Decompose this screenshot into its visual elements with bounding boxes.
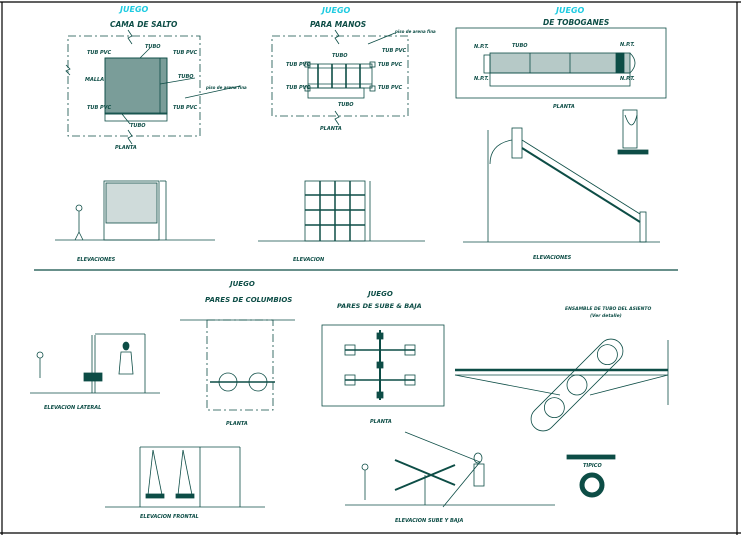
title-toboganes-name: DE TOBOGANES	[543, 18, 609, 27]
view-label-detalle-asiento-sub: (Ver detalle)	[590, 313, 622, 319]
label-tub-pvc: TUB PVC	[87, 50, 112, 56]
label-tub-pvc: TUB PVC	[173, 50, 198, 56]
label-tubo: TUBO	[338, 102, 354, 108]
label-npt: N.P.T.	[620, 42, 635, 48]
para-manos-plan	[271, 29, 409, 126]
cama-elevation	[55, 180, 215, 241]
view-label-planta: PLANTA	[370, 419, 392, 425]
label-tub-pvc: TUB PVC	[286, 62, 311, 68]
label-tubo: TUBO	[178, 74, 194, 80]
title-columpios-name: PARES DE COLUMBIOS	[205, 296, 292, 304]
view-label-elevacion: ELEVACION	[293, 257, 325, 263]
title-sube-baja-game: JUEGO	[366, 290, 393, 298]
view-label-detalle-asiento: ENSAMBLE DE TUBO DEL ASIENTO	[565, 306, 651, 312]
tobogan-end-detail	[617, 109, 649, 155]
columpios-frontal	[105, 446, 265, 508]
title-columpios-game: JUEGO	[228, 280, 255, 288]
title-cama-name: CAMA DE SALTO	[110, 20, 178, 29]
sube-baja-assembly-detail	[454, 338, 669, 432]
label-piso: piso de arena fina	[205, 85, 247, 90]
view-label-planta: PLANTA	[115, 145, 137, 151]
label-tub-pvc: TUB PVC	[286, 85, 311, 91]
toboganes-plan	[455, 27, 667, 99]
label-npt: N.P.T.	[620, 76, 635, 82]
view-label-planta: PLANTA	[226, 421, 248, 427]
label-tubo: TUBO	[332, 53, 348, 59]
label-tubo: TUBO	[512, 43, 528, 49]
title-manos-name: PARA MANOS	[310, 20, 366, 29]
cama-de-salto-plan	[65, 29, 241, 145]
columpios-lateral	[30, 333, 160, 394]
title-cama-game: JUEGO	[118, 5, 149, 14]
view-label-elevacion-lateral: ELEVACION LATERAL	[44, 405, 101, 411]
view-label-llanta-sub: TIPICO	[583, 463, 602, 469]
view-label-elevaciones: ELEVACIONES	[77, 257, 116, 263]
sube-baja-elevation	[345, 431, 555, 508]
view-label-planta: PLANTA	[320, 126, 342, 132]
label-tubo: TUBO	[145, 44, 161, 50]
label-npt: N.P.T.	[474, 44, 489, 50]
label-tub-pvc: TUB PVC	[173, 105, 198, 111]
label-piso: piso de arena fina	[394, 29, 436, 34]
label-tub-pvc: TUB PVC	[382, 48, 407, 54]
manos-elevation	[258, 180, 425, 242]
label-malla: MALLA	[85, 77, 104, 83]
view-label-elevacion-sube-baja: ELEVACION SUBE Y BAJA	[395, 518, 463, 524]
title-sube-baja-name: PARES DE SUBE & BAJA	[337, 302, 422, 310]
label-tub-pvc: TUB PVC	[378, 62, 403, 68]
title-manos-game: JUEGO	[320, 6, 351, 15]
view-label-elevacion-frontal: ELEVACION FRONTAL	[140, 514, 199, 520]
view-label-planta: PLANTA	[553, 104, 575, 110]
view-label-elevaciones: ELEVACIONES	[533, 255, 572, 261]
label-tubo: TUBO	[130, 123, 146, 129]
label-tub-pvc: TUB PVC	[87, 105, 112, 111]
title-toboganes-game: JUEGO	[554, 6, 585, 15]
label-tub-pvc: TUB PVC	[378, 85, 403, 91]
sube-baja-plan	[321, 324, 445, 407]
tobogan-elevation	[463, 127, 660, 243]
llanta-detail	[566, 454, 616, 498]
columpios-plan	[180, 319, 295, 411]
label-npt: N.P.T.	[474, 76, 489, 82]
